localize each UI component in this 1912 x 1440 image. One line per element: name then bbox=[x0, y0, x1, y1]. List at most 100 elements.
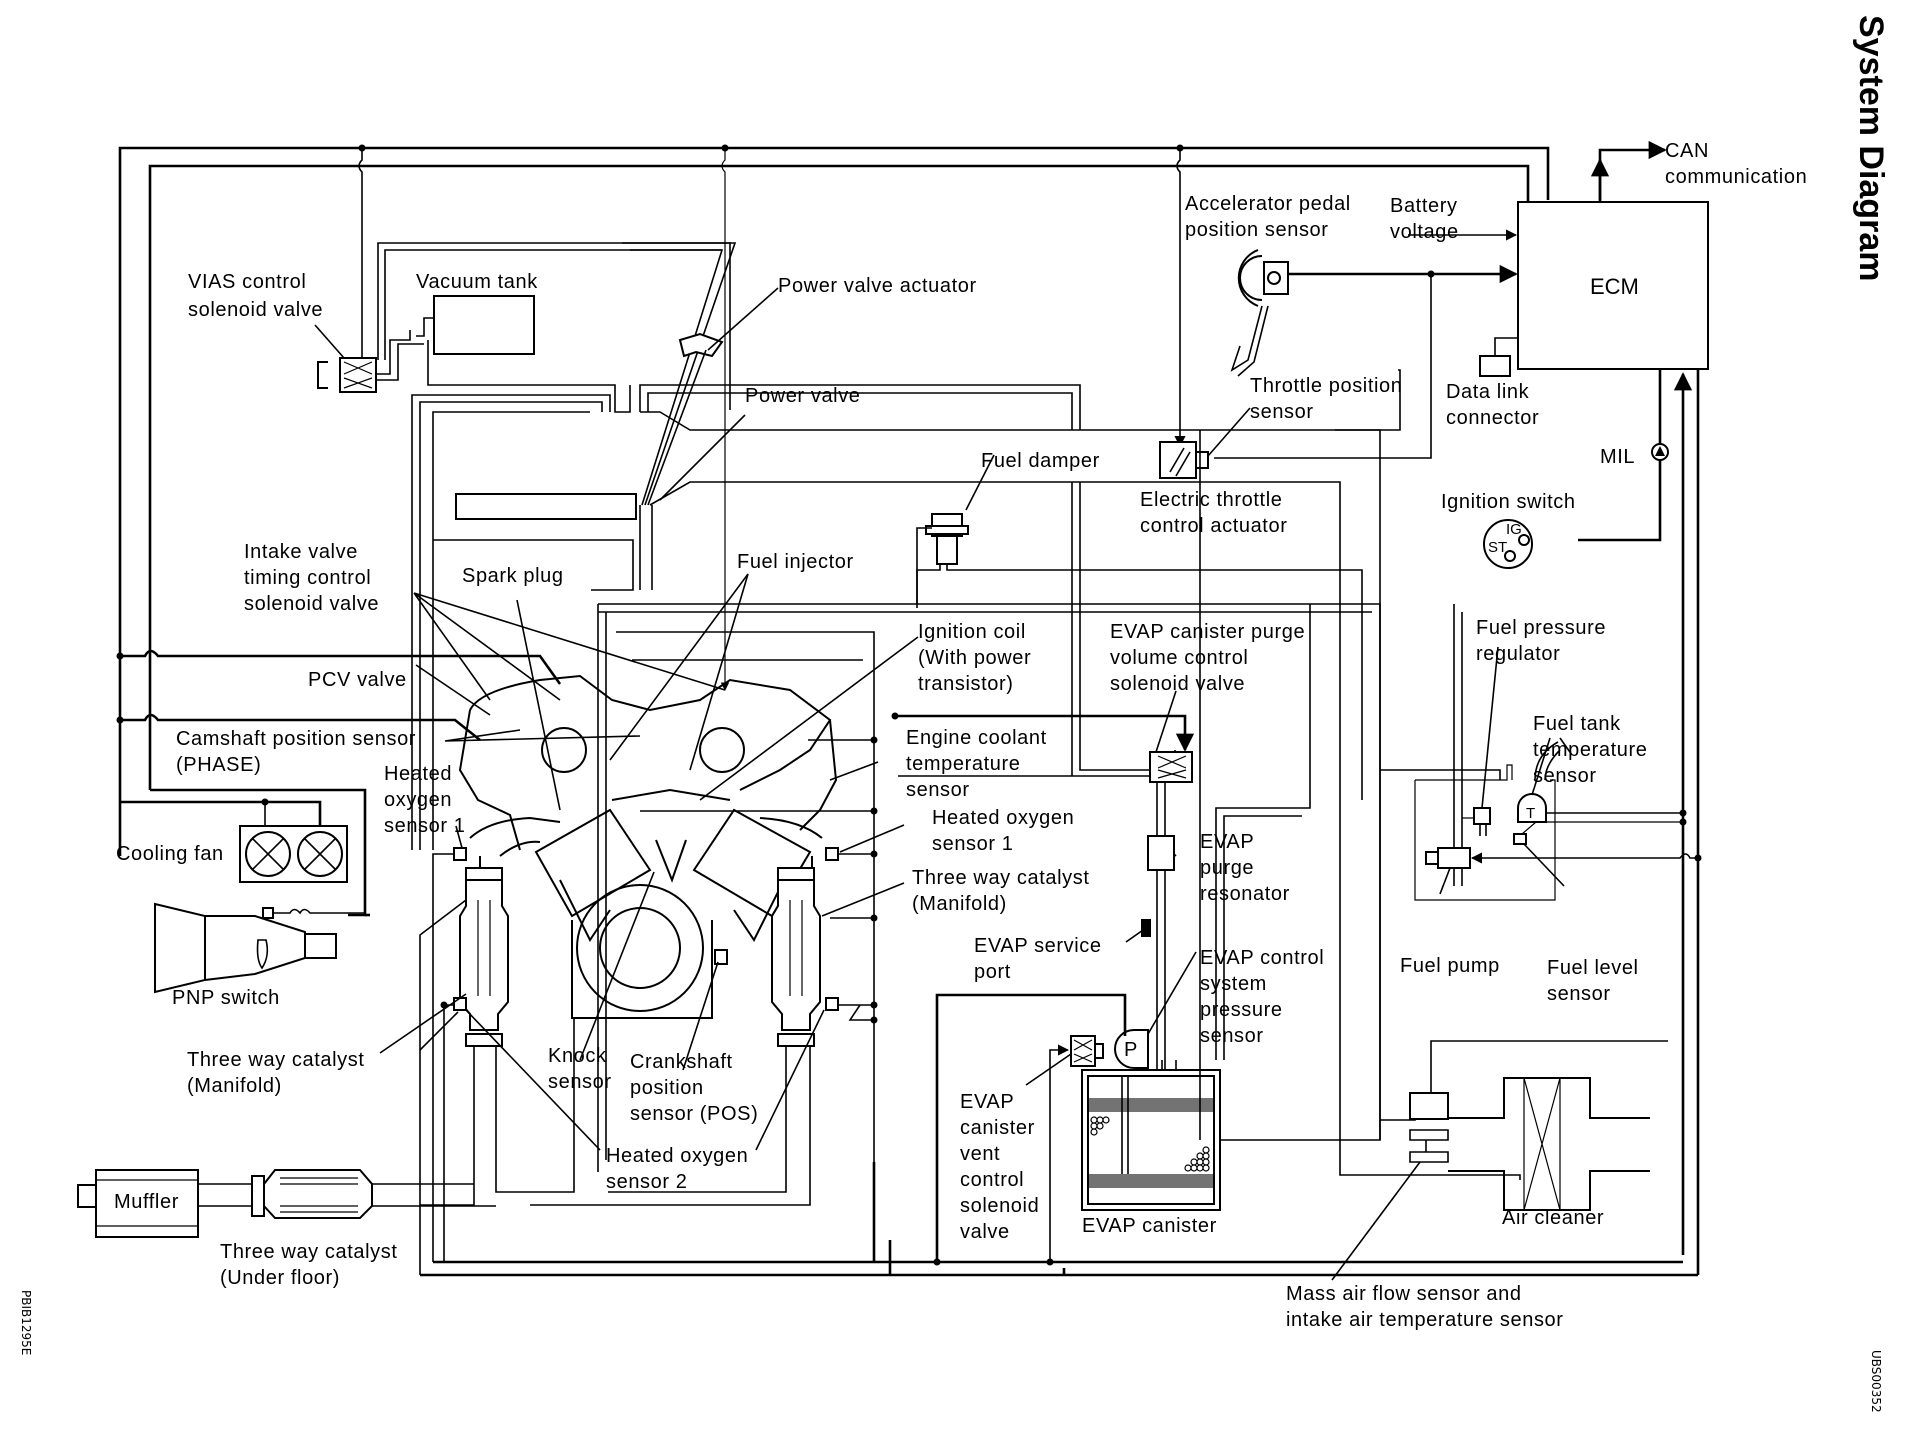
label-evap-pressure-3: pressure bbox=[1200, 999, 1283, 1021]
fuel-tank-temperature-sensor: T bbox=[1517, 793, 1547, 823]
label-dlc-2: connector bbox=[1446, 407, 1539, 429]
label-vacuum-tank: Vacuum tank bbox=[416, 271, 538, 293]
label-fuel-level-1: Fuel level bbox=[1547, 957, 1639, 979]
figure-code-right: UBS00352 bbox=[1869, 1350, 1883, 1413]
heated-oxygen-sensor-1-left bbox=[453, 847, 467, 861]
label-can-1: CAN bbox=[1665, 140, 1709, 162]
electric-throttle-control-actuator bbox=[1159, 441, 1209, 479]
label-crank-1: Crankshaft bbox=[630, 1051, 733, 1073]
label-etc-2: control actuator bbox=[1140, 515, 1287, 537]
evap-purge-volume-control-solenoid-valve bbox=[891, 712, 1195, 783]
diagram-text: P bbox=[1124, 1039, 1138, 1061]
label-ho2s1-left-1: Heated bbox=[384, 763, 452, 785]
figure-code-left: PBIB1295E bbox=[19, 1290, 33, 1355]
label-power-valve: Power valve bbox=[745, 385, 861, 407]
label-maf-1: Mass air flow sensor and bbox=[1286, 1283, 1522, 1305]
label-ho2s1-left-3: sensor 1 bbox=[384, 815, 466, 837]
label-etc-1: Electric throttle bbox=[1140, 489, 1282, 511]
mil-lamp bbox=[1651, 443, 1669, 461]
vacuum-tank bbox=[433, 295, 535, 355]
fuel-pressure-regulator bbox=[1462, 807, 1491, 836]
label-air-cleaner: Air cleaner bbox=[1502, 1207, 1604, 1229]
label-fpr-1: Fuel pressure bbox=[1476, 617, 1606, 639]
ecm-label: ECM bbox=[1590, 274, 1639, 299]
label-twc-left-1: Three way catalyst bbox=[187, 1049, 365, 1071]
label-evap-resonator-2: purge bbox=[1200, 857, 1254, 879]
label-evap-resonator-1: EVAP bbox=[1200, 831, 1254, 853]
vias-solenoid-valve bbox=[317, 330, 411, 393]
diagram-title: System Diagram bbox=[1852, 15, 1890, 281]
label-fuel-tank-temp-1: Fuel tank bbox=[1533, 713, 1621, 735]
label-throttle-position-2: sensor bbox=[1250, 401, 1314, 423]
label-twc-right-1: Three way catalyst bbox=[912, 867, 1090, 889]
cooling-fan bbox=[239, 825, 348, 883]
label-evap-pressure-4: sensor bbox=[1200, 1025, 1264, 1047]
label-ho2s1-left-2: oxygen bbox=[384, 789, 452, 811]
label-ignition-coil-3: transistor) bbox=[918, 673, 1014, 695]
ecm-box: ECM bbox=[1517, 201, 1709, 370]
label-twc-underfloor-2: (Under floor) bbox=[220, 1267, 340, 1289]
fuel-damper bbox=[925, 513, 969, 565]
data-link-connector bbox=[1479, 337, 1518, 377]
leader-lines bbox=[314, 287, 1565, 1281]
label-throttle-position-1: Throttle position bbox=[1250, 375, 1403, 397]
power-valve-actuator bbox=[622, 242, 737, 506]
label-ho2s1-right-2: sensor 1 bbox=[932, 833, 1014, 855]
label-ignition-switch: Ignition switch bbox=[1441, 491, 1576, 513]
label-can-2: communication bbox=[1665, 166, 1807, 188]
label-evap-purge-3: solenoid valve bbox=[1110, 673, 1245, 695]
label-power-valve-actuator: Power valve actuator bbox=[778, 275, 977, 297]
label-knock-1: Knock bbox=[548, 1045, 607, 1067]
intake-manifold bbox=[411, 369, 1401, 850]
label-ho2s2-1: Heated oxygen bbox=[606, 1145, 748, 1167]
label-evap-canister: EVAP canister bbox=[1082, 1215, 1217, 1237]
label-maf-2: intake air temperature sensor bbox=[1286, 1309, 1564, 1331]
wiring-harness-top bbox=[118, 144, 1550, 800]
label-dlc-1: Data link bbox=[1446, 381, 1530, 403]
charcoal-granules bbox=[1090, 1116, 1210, 1172]
evap-canister bbox=[1081, 1060, 1221, 1211]
label-evap-pressure-1: EVAP control bbox=[1200, 947, 1324, 969]
label-evap-purge-1: EVAP canister purge bbox=[1110, 621, 1305, 643]
ignition-switch: IG ST bbox=[1483, 519, 1533, 569]
label-evap-resonator-3: resonator bbox=[1200, 883, 1290, 905]
label-ect-1: Engine coolant bbox=[906, 727, 1047, 749]
label-ivtc-2: timing control bbox=[244, 567, 371, 589]
evap-canister-vent-control-solenoid-valve bbox=[1046, 1035, 1104, 1266]
pnp-switch bbox=[154, 902, 366, 994]
label-evap-service-2: port bbox=[974, 961, 1011, 983]
label-fuel-tank-temp-3: sensor bbox=[1533, 765, 1597, 787]
fuel-tank bbox=[1380, 604, 1573, 901]
label-twc-underfloor-1: Three way catalyst bbox=[220, 1241, 398, 1263]
air-cleaner bbox=[1448, 1077, 1650, 1211]
label-twc-left-2: (Manifold) bbox=[187, 1075, 282, 1097]
label-crank-2: position bbox=[630, 1077, 704, 1099]
label-vias-2: solenoid valve bbox=[188, 299, 323, 321]
label-evap-vent-1: EVAP bbox=[960, 1091, 1014, 1113]
engine bbox=[458, 604, 875, 1172]
label-evap-vent-4: control bbox=[960, 1169, 1024, 1191]
label-evap-vent-2: canister bbox=[960, 1117, 1035, 1139]
labels: VIAS control solenoid valve Vacuum tank … bbox=[116, 140, 1807, 1331]
heated-oxygen-sensor-2-left bbox=[453, 997, 467, 1011]
label-cooling-fan: Cooling fan bbox=[116, 843, 224, 865]
mass-air-flow-sensor bbox=[1409, 1040, 1668, 1163]
three-way-catalyst-manifold-left bbox=[420, 867, 575, 1206]
label-spark-plug: Spark plug bbox=[462, 565, 564, 587]
label-pnp-switch: PNP switch bbox=[172, 987, 280, 1009]
label-fpr-2: regulator bbox=[1476, 643, 1560, 665]
heated-oxygen-sensor-1-right bbox=[825, 847, 839, 861]
label-knock-2: sensor bbox=[548, 1071, 612, 1093]
label-evap-pressure-2: system bbox=[1200, 973, 1267, 995]
fuel-pump bbox=[1425, 847, 1702, 869]
label-evap-vent-3: vent bbox=[960, 1143, 1000, 1165]
label-accelerator-2: position sensor bbox=[1185, 219, 1329, 241]
label-evap-vent-5: solenoid bbox=[960, 1195, 1039, 1217]
muffler-label: Muffler bbox=[114, 1191, 179, 1213]
label-ho2s2-2: sensor 2 bbox=[606, 1171, 688, 1193]
three-way-catalyst-manifold-right bbox=[530, 867, 821, 1206]
label-fuel-pump: Fuel pump bbox=[1400, 955, 1500, 977]
label-vias-1: VIAS control bbox=[188, 271, 306, 293]
evap-purge-resonator bbox=[1147, 835, 1175, 871]
